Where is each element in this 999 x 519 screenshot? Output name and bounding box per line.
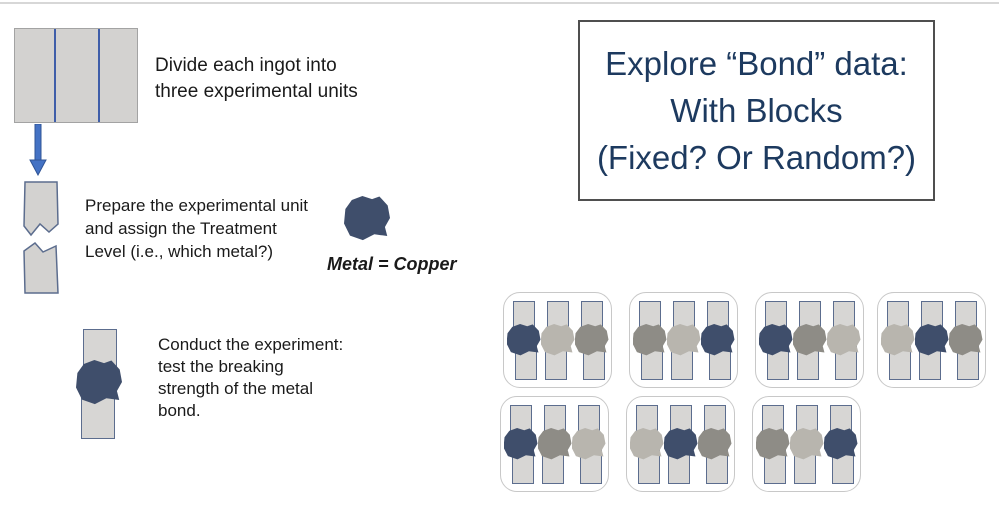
- metal-blob-light: [826, 324, 861, 356]
- block-3: [755, 292, 864, 388]
- text-line: bond.: [158, 401, 201, 420]
- specimen-bar: [666, 301, 701, 380]
- specimen-bar: [629, 405, 664, 484]
- metal-blob-navy: [758, 324, 793, 356]
- specimen-bar: [663, 405, 698, 484]
- metal-blob-medium: [755, 428, 790, 460]
- metal-blob-medium: [537, 428, 572, 460]
- metal-blob-light: [666, 324, 701, 356]
- down-arrow-icon: [29, 124, 47, 176]
- metal-blob-navy: [914, 324, 949, 356]
- metal-blob-light: [880, 324, 915, 356]
- copper-metal-blob: [344, 196, 390, 241]
- broken-ingot-piece-top: [23, 181, 59, 237]
- metal-blob-medium: [574, 324, 609, 356]
- block-1: [503, 292, 612, 388]
- specimen-bar: [632, 301, 667, 380]
- metal-blob-medium: [697, 428, 732, 460]
- text-line: strength of the metal: [158, 379, 313, 398]
- metal-blob-medium: [632, 324, 667, 356]
- block-6: [626, 396, 735, 492]
- step-prepare-text: Prepare the experimental unit and assign …: [85, 194, 308, 263]
- specimen-bar: [826, 301, 861, 380]
- metal-blob-navy: [503, 428, 538, 460]
- step-divide-text: Divide each ingot into three experimental…: [155, 53, 358, 105]
- specimen-bar: [571, 405, 606, 484]
- specimen-bar: [697, 405, 732, 484]
- top-divider-line: [0, 2, 999, 4]
- text-line: test the breaking: [158, 357, 284, 376]
- specimen-bar: [503, 405, 538, 484]
- specimen-bar: [948, 301, 983, 380]
- specimen-bar: [537, 405, 572, 484]
- metal-blob-light: [540, 324, 575, 356]
- block-2: [629, 292, 738, 388]
- metal-blob-medium: [792, 324, 827, 356]
- metal-blob-medium: [948, 324, 983, 356]
- slide-title: Explore “Bond” data: With Blocks (Fixed? O…: [597, 40, 916, 181]
- text-line: Conduct the experiment:: [158, 335, 344, 354]
- metal-copper-label: Metal = Copper: [327, 254, 457, 274]
- specimen-bar: [792, 301, 827, 380]
- block-4: [877, 292, 986, 388]
- metal-blob-navy: [506, 324, 541, 356]
- metal-blob-light: [571, 428, 606, 460]
- text-line: Level (i.e., which metal?): [85, 242, 274, 261]
- specimen-bar: [506, 301, 541, 380]
- metal-blob-light: [629, 428, 664, 460]
- ingot-divider-line: [98, 29, 100, 122]
- text-line: Divide each ingot into: [155, 55, 337, 76]
- metal-bond-blob: [76, 360, 122, 405]
- text-line: With Blocks: [670, 92, 843, 129]
- specimen-bar: [789, 405, 824, 484]
- step-conduct-text: Conduct the experiment: test the breaking…: [158, 334, 343, 422]
- text-line: and assign the Treatment: [85, 219, 277, 238]
- title-box: Explore “Bond” data: With Blocks (Fixed? O…: [578, 20, 935, 201]
- broken-ingot-piece-bottom: [23, 242, 59, 294]
- ingot-divider-line: [54, 29, 56, 122]
- metal-blob-navy: [663, 428, 698, 460]
- text-line: three experimental units: [155, 81, 358, 102]
- text-line: Explore “Bond” data:: [605, 45, 908, 82]
- metal-blob-navy: [700, 324, 735, 356]
- specimen-bar: [823, 405, 858, 484]
- metal-blob-navy: [823, 428, 858, 460]
- text-line: Prepare the experimental unit: [85, 196, 309, 215]
- specimen-bar: [574, 301, 609, 380]
- specimen-bar: [755, 405, 790, 484]
- metal-blob-light: [789, 428, 824, 460]
- text-line: (Fixed? Or Random?): [596, 139, 917, 176]
- ingot-rect: [14, 28, 138, 123]
- specimen-bar: [880, 301, 915, 380]
- block-5: [500, 396, 609, 492]
- specimen-bar: [758, 301, 793, 380]
- specimen-bar: [914, 301, 949, 380]
- bonded-specimen-bar: [76, 329, 122, 439]
- specimen-bar: [540, 301, 575, 380]
- block-7: [752, 396, 861, 492]
- specimen-bar: [700, 301, 735, 380]
